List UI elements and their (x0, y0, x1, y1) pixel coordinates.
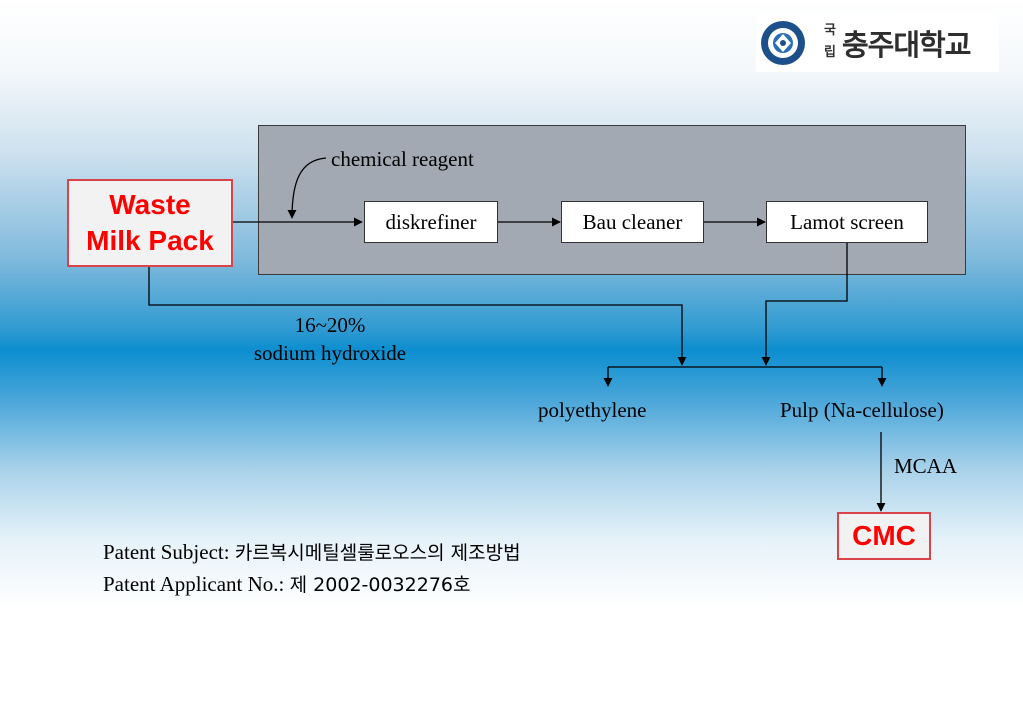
university-seal-icon (761, 21, 805, 65)
arrow-chemical-reagent (287, 157, 327, 219)
arrow-lamot-to-split (761, 242, 848, 366)
treatment-chemical: sodium hydroxide (253, 341, 407, 365)
output-pulp: Pulp (Na-cellulose) (780, 398, 944, 422)
patent-applicant-value: 제 2002-0032276호 (289, 574, 471, 596)
waste-milk-pack-box: Waste Milk Pack (67, 179, 233, 267)
treatment-concentration: 16~20% (294, 313, 366, 337)
patent-applicant-label: Patent Applicant No.: (103, 572, 285, 596)
logo-name: 충주대학교 (842, 28, 971, 62)
process-panel (258, 125, 966, 275)
step-lamot-screen: Lamot screen (766, 201, 928, 243)
patent-subject-label: Patent Subject: (103, 540, 230, 564)
patent-subject: Patent Subject: 카르복시메틸셀룰로오스의 제조방법 (103, 538, 521, 565)
input-label-line2: Milk Pack (86, 225, 214, 256)
chemical-reagent-label: chemical reagent (331, 147, 474, 171)
patent-applicant: Patent Applicant No.: 제 2002-0032276호 (103, 570, 470, 597)
output-polyethylene: polyethylene (538, 398, 647, 422)
step-diskrefiner: diskrefiner (364, 201, 498, 243)
patent-subject-value: 카르복시메틸셀룰로오스의 제조방법 (234, 542, 521, 564)
arrow-waste-to-split (148, 267, 687, 366)
cmc-box: CMC (837, 512, 931, 560)
input-label-line1: Waste (109, 189, 191, 220)
step-bau-cleaner: Bau cleaner (561, 201, 704, 243)
sodium-hydroxide-label: 16~20% sodium hydroxide (240, 311, 420, 367)
mcaa-label: MCAA (894, 454, 958, 478)
university-logo: 국 립 충주대학교 (756, 14, 999, 72)
logo-small-text: 국 립 (824, 23, 836, 60)
